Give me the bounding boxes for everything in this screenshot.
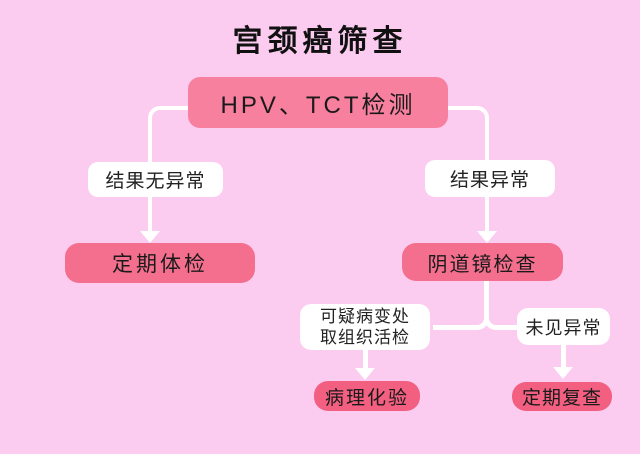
node-regular-recheck: 定期复查 bbox=[512, 382, 612, 411]
arrowhead-to-colposcopy bbox=[477, 231, 497, 243]
edge-label-result-normal: 结果无异常 bbox=[88, 162, 223, 197]
page-title: 宫颈癌筛查 bbox=[232, 25, 408, 58]
edge-label-biopsy: 可疑病变处 取组织活检 bbox=[300, 304, 430, 350]
edge-label-no-abnormality: 未见异常 bbox=[517, 308, 610, 345]
edge-label-result-abnormal: 结果异常 bbox=[425, 160, 555, 197]
edge-label-biopsy-line1: 可疑病变处 bbox=[320, 307, 410, 326]
connector-split-to-normal-label bbox=[484, 306, 520, 330]
connector-split-to-biopsy-label bbox=[433, 306, 489, 330]
arrowhead-to-regular-checkup bbox=[140, 231, 160, 243]
node-pathology-test: 病理化验 bbox=[314, 381, 420, 411]
connector-biopsy-label-to-pathology bbox=[363, 348, 368, 369]
arrowhead-to-pathology bbox=[355, 368, 375, 380]
node-hpv-tct-test: HPV、TCT检测 bbox=[188, 77, 448, 128]
connector-normal-label-to-recheck bbox=[561, 345, 566, 368]
edge-label-biopsy-line2: 取组织活检 bbox=[320, 328, 410, 347]
node-regular-checkup: 定期体检 bbox=[65, 243, 255, 283]
node-colposcopy: 阴道镜检查 bbox=[402, 243, 563, 281]
arrowhead-to-recheck bbox=[553, 367, 573, 379]
connector-colposcopy-stem bbox=[484, 281, 489, 313]
